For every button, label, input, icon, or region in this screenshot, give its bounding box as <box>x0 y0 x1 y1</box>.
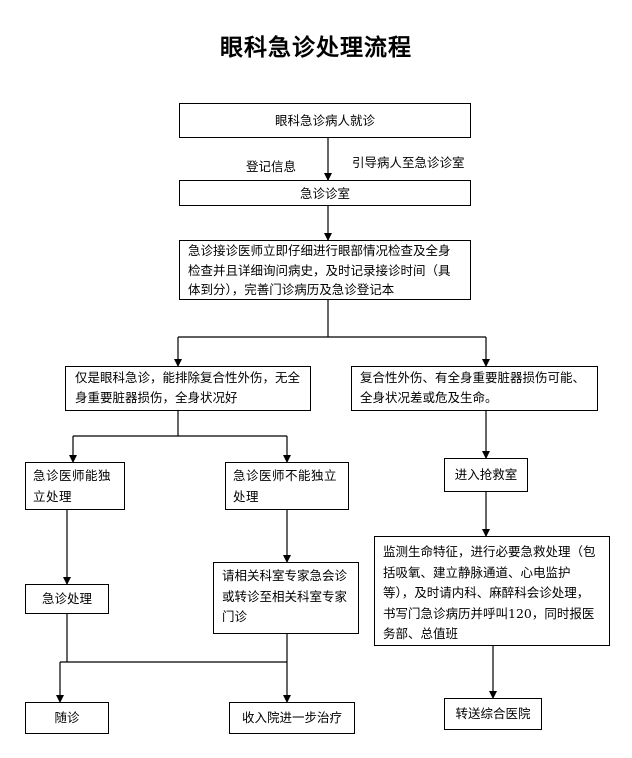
node-visit: 眼科急诊病人就诊 <box>179 103 471 138</box>
edge-label-register: 登记信息 <box>246 159 297 174</box>
node-eye-only: 仅是眼科急诊，能排除复合性外伤，无全身重要脏器损伤，全身状况好 <box>65 366 311 411</box>
page-title: 眼科急诊处理流程 <box>220 35 412 61</box>
node-monitor: 监测生命特征，进行必要急救处理（包括吸氧、建立静脉通道、心电监护等），及时请内科… <box>374 536 610 646</box>
node-cannot-handle: 急诊医师不能独立处理 <box>225 462 349 510</box>
node-admit: 收入院进一步治疗 <box>229 702 355 734</box>
node-consult: 请相关科室专家急会诊或转诊至相关科室专家门诊 <box>213 562 359 634</box>
node-followup: 随诊 <box>25 702 109 734</box>
node-compound: 复合性外伤、有全身重要脏器损伤可能、全身状况差或危及生命。 <box>351 366 598 411</box>
node-exam: 急诊接诊医师立即仔细进行眼部情况检查及全身检查并且详细询问病史，及时记录接诊时间… <box>179 240 471 300</box>
node-transfer: 转送综合医院 <box>444 698 542 730</box>
node-can-handle: 急诊医师能独立处理 <box>25 462 125 510</box>
node-room: 急诊诊室 <box>179 180 471 206</box>
edge-label-guide: 引导病人至急诊诊室 <box>352 155 465 170</box>
node-rescue-room: 进入抢救室 <box>444 458 528 492</box>
node-emergency-treat: 急诊处理 <box>25 584 109 614</box>
